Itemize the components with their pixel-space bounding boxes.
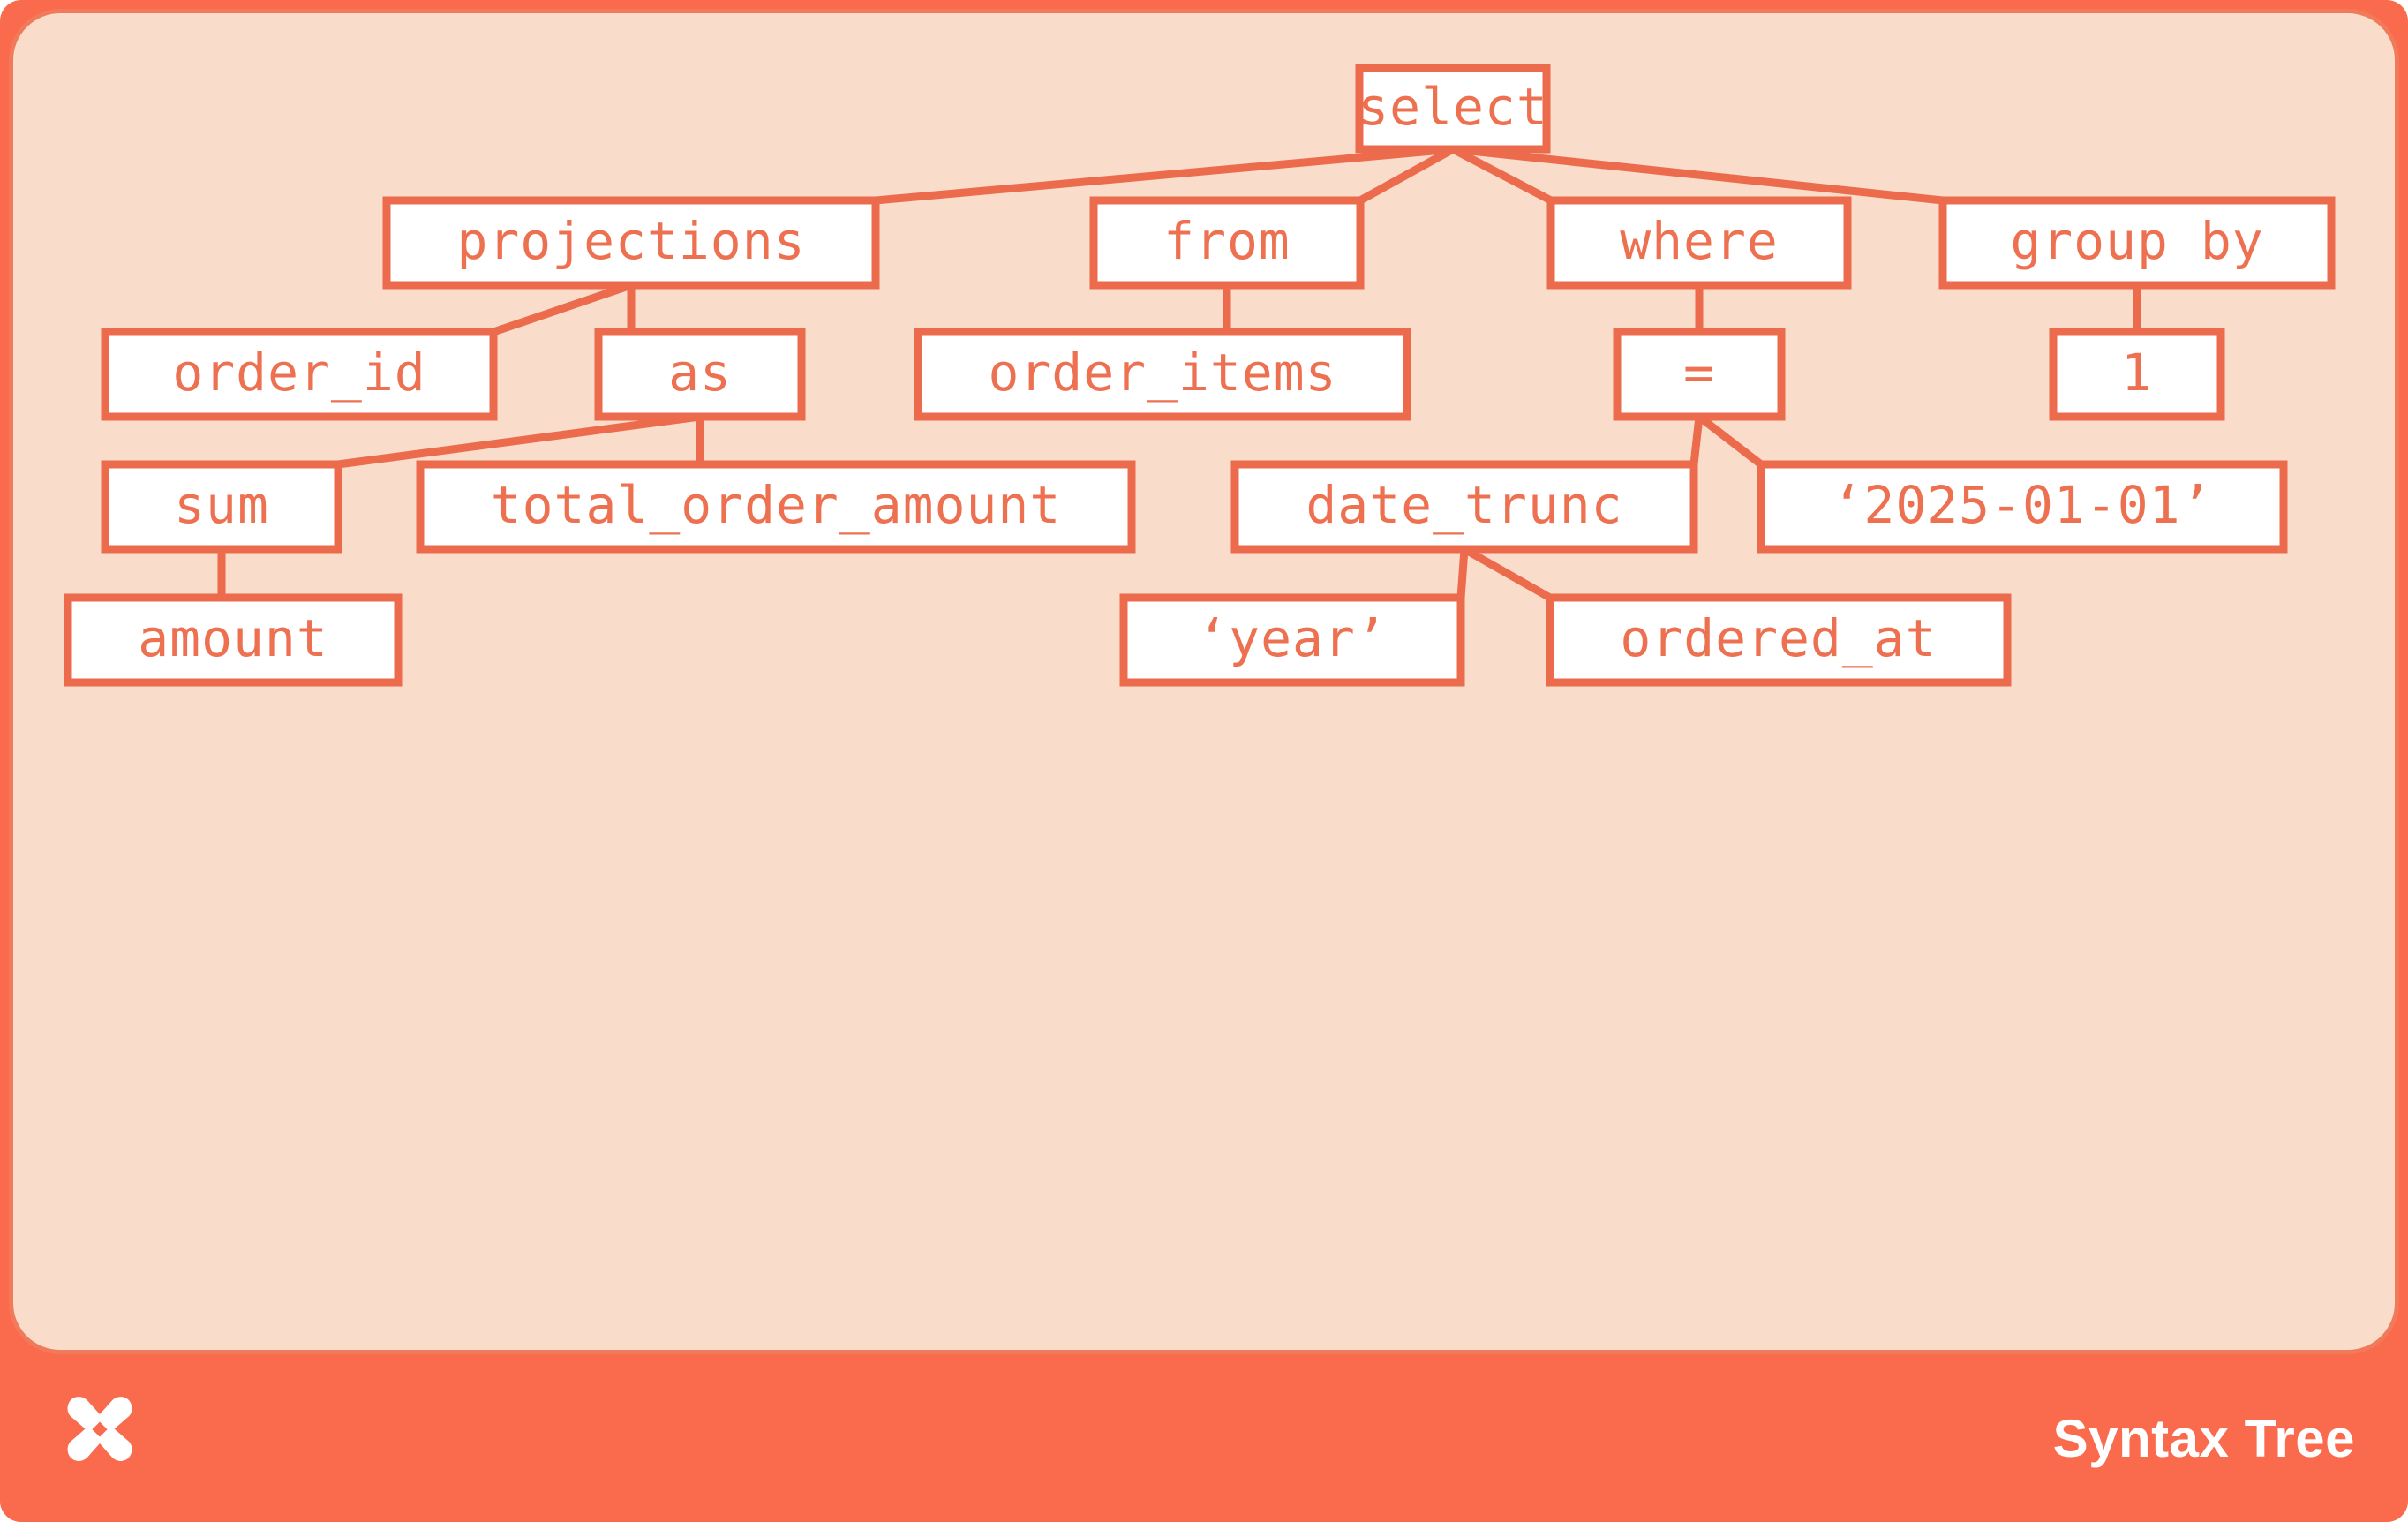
tree-node-order_items[interactable]: order_items	[914, 328, 1411, 421]
tree-edge	[492, 281, 633, 336]
x-star-logo-icon	[51, 1390, 148, 1487]
tree-node-date_literal[interactable]: ‘2025-01-01’	[1757, 460, 2288, 554]
tree-node-box	[1546, 593, 2012, 687]
tree-node-box	[1938, 196, 2336, 290]
tree-node-ordered_at[interactable]: ordered_at	[1546, 593, 2012, 687]
tree-node-box	[1757, 460, 2288, 554]
tree-node-label: =	[1683, 343, 1715, 403]
tree-node-box	[101, 328, 498, 421]
tree-node-box	[2049, 328, 2225, 421]
tree-node-label: 1	[2121, 343, 2153, 403]
tree-node-label: as	[668, 343, 732, 403]
tree-edge	[337, 412, 701, 469]
footer-bar: Syntax Tree	[0, 1354, 2408, 1522]
tree-edge	[1358, 146, 1456, 204]
tree-node-label: order_items	[988, 343, 1336, 403]
tree-node-box	[1230, 460, 1698, 554]
tree-node-label: ‘year’	[1197, 608, 1388, 668]
tree-node-as[interactable]: as	[594, 328, 806, 421]
tree-node-label: group by	[2010, 211, 2263, 271]
tree-node-label: from	[1163, 211, 1291, 271]
tree-edge	[1456, 548, 1469, 599]
tree-node-year_literal[interactable]: ‘year’	[1119, 593, 1465, 687]
tree-node-label: amount	[138, 608, 328, 668]
syntax-tree-diagram: select projections from where group by order_…	[64, 64, 2336, 687]
tree-node-sum[interactable]: sum	[101, 460, 342, 554]
tree-node-box	[914, 328, 1411, 421]
tree-node-label: select	[1358, 77, 1548, 137]
tree-node-from[interactable]: from	[1089, 196, 1365, 290]
tree-node-box	[594, 328, 806, 421]
tree-node-box	[1355, 64, 1551, 154]
tree-node-projections[interactable]: projections	[382, 196, 880, 290]
tree-node-box	[1089, 196, 1365, 290]
tree-node-order_id[interactable]: order_id	[101, 328, 498, 421]
tree-edge	[1452, 145, 1944, 205]
tree-node-label: date_trunc	[1306, 475, 1622, 535]
tree-node-box	[64, 593, 403, 687]
tree-node-amount[interactable]: amount	[64, 593, 403, 687]
tree-edge	[875, 145, 1454, 205]
tree-node-label: ‘2025-01-01’	[1832, 475, 2212, 535]
tree-node-date_trunc[interactable]: date_trunc	[1230, 460, 1698, 554]
tree-node-box	[416, 460, 1136, 554]
tree-edges-layer	[217, 145, 2141, 601]
tree-edge	[1689, 416, 1704, 465]
tree-node-box	[1119, 593, 1465, 687]
tree-edge	[1450, 146, 1554, 204]
footer-title: Syntax Tree	[2052, 1408, 2355, 1468]
diagram-panel: select projections from where group by order_…	[9, 9, 2399, 1354]
tree-edge	[1697, 413, 1764, 468]
tree-node-where[interactable]: where	[1546, 196, 1852, 290]
tree-node-box	[1546, 196, 1852, 290]
tree-node-select[interactable]: select	[1355, 64, 1551, 154]
tree-nodes-layer: select projections from where group by order_…	[64, 64, 2336, 687]
tree-edge	[1462, 546, 1553, 601]
tree-node-total_order_amount[interactable]: total_order_amount	[416, 460, 1136, 554]
tree-node-one[interactable]: 1	[2049, 328, 2225, 421]
tree-node-label: sum	[174, 475, 269, 535]
tree-node-label: where	[1620, 211, 1779, 271]
tree-node-box	[101, 460, 342, 554]
tree-node-label: order_id	[172, 343, 425, 403]
tree-node-groupby[interactable]: group by	[1938, 196, 2336, 290]
tree-node-box	[1613, 328, 1786, 421]
tree-node-label: total_order_amount	[491, 475, 1062, 535]
tree-node-box	[382, 196, 880, 290]
tree-node-label: ordered_at	[1620, 608, 1937, 668]
tree-node-label: projections	[456, 211, 805, 271]
tree-node-eq[interactable]: =	[1613, 328, 1786, 421]
